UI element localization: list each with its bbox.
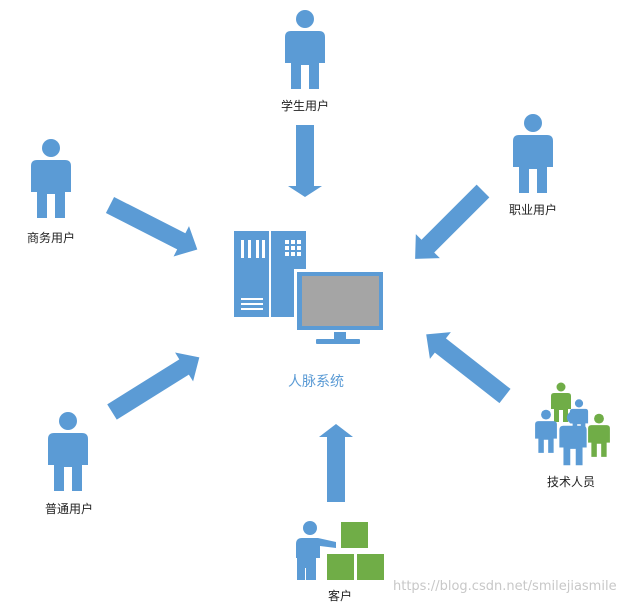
arrow-tech-to-system	[426, 332, 511, 404]
arrow-student-to-system	[288, 125, 322, 197]
system-label: 人脉系统	[288, 374, 344, 390]
student-user-label: 学生用户	[280, 99, 330, 113]
monitor-icon	[294, 269, 386, 344]
business-user-label: 商务用户	[26, 231, 76, 245]
tech-staff-group-icon	[535, 382, 610, 466]
customer-icon	[296, 521, 384, 580]
professional-user-icon	[513, 114, 553, 193]
ordinary-user-label: 普通用户	[44, 502, 94, 516]
arrow-professional-to-system	[415, 184, 490, 259]
watermark: https://blog.csdn.net/smilejiasmile	[393, 579, 617, 594]
business-user-icon	[31, 139, 71, 218]
ordinary-user-icon	[48, 412, 88, 491]
tech-staff-label: 技术人员	[546, 475, 596, 489]
arrow-customer-to-system	[319, 424, 353, 502]
customer-label: 客户	[327, 589, 353, 603]
arrow-ordinary-to-system	[107, 352, 200, 420]
professional-user-label: 职业用户	[508, 203, 558, 217]
arrow-business-to-system	[105, 196, 198, 257]
student-user-icon	[285, 10, 325, 89]
